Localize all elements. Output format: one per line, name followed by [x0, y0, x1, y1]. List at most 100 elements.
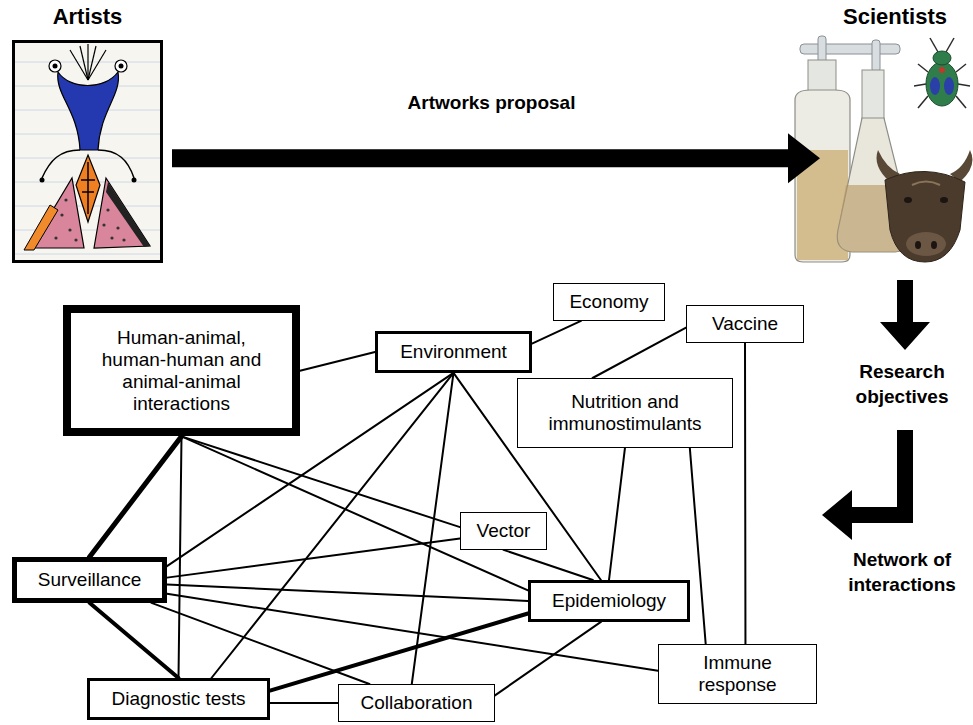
flow-label: Research objectives [832, 360, 972, 409]
flask-neck [862, 70, 884, 120]
antenna [930, 38, 938, 52]
process-box: Environment [375, 331, 532, 373]
node-label: Surveillance [38, 569, 142, 591]
dot [40, 178, 45, 183]
link-line [270, 613, 528, 690]
leg [958, 84, 970, 86]
eye [49, 60, 61, 72]
node-label: Diagnostic tests [111, 688, 245, 710]
arm-stroke [98, 150, 134, 178]
bull-head [877, 150, 973, 262]
bull-highlight [912, 182, 940, 186]
framed-artwork: Artists [12, 2, 163, 263]
edge-label: Artworks proposal [408, 92, 576, 115]
orange-strip [24, 205, 58, 250]
link-line [90, 603, 179, 678]
glass-tube [800, 44, 900, 54]
leg [914, 84, 926, 86]
link-line [744, 343, 746, 644]
process-box: Economy [553, 283, 665, 321]
node-label: Immune response [681, 652, 794, 696]
bull-nostril [931, 241, 937, 249]
node-label: Collaboration [361, 692, 473, 714]
black-strip [106, 182, 150, 247]
speckle [116, 226, 119, 229]
scientist-photo [795, 36, 972, 262]
stripe [81, 179, 95, 181]
photo-group: Scientists [820, 2, 970, 264]
process-box: Collaboration [338, 684, 495, 722]
orange-diamond [76, 155, 100, 222]
flow-arrows [822, 280, 930, 540]
hair-strokes [70, 44, 106, 80]
link-line [593, 328, 686, 378]
speckle [60, 213, 63, 216]
diamond-stripes [81, 162, 95, 214]
eye [115, 60, 127, 72]
ruled-lines [15, 62, 160, 254]
stripe [82, 191, 94, 193]
paper [15, 43, 160, 260]
node-label: Vector [477, 520, 531, 542]
hair-stroke [88, 50, 106, 80]
beetle-legs [914, 38, 970, 108]
hair-stroke [80, 46, 88, 80]
bull-eye [904, 197, 912, 203]
bull-muzzle [906, 232, 946, 256]
process-box: Vaccine [686, 305, 804, 343]
link-line [690, 448, 706, 644]
speckle [74, 238, 77, 241]
node-label: Economy [569, 291, 648, 313]
blue-figure [58, 72, 119, 150]
link-line [270, 702, 338, 704]
dot [132, 178, 137, 183]
speckle [54, 236, 57, 239]
bull-face [885, 171, 965, 262]
link-line [609, 448, 625, 580]
process-box: Surveillance [12, 557, 167, 603]
hair-stroke [87, 44, 88, 80]
beetle-mark [930, 77, 940, 95]
pupil [119, 64, 124, 69]
group-heading: Artists [12, 2, 163, 32]
artist-drawing [15, 43, 160, 260]
hair-stroke [88, 46, 96, 80]
bottle-neck [808, 60, 836, 92]
leg [918, 96, 928, 108]
group-heading: Scientists [820, 2, 970, 32]
link-line [532, 321, 581, 344]
leg [956, 96, 966, 108]
beetle-mark [939, 67, 945, 73]
node-label: Vaccine [712, 313, 778, 335]
speckle [64, 198, 67, 201]
beetle-head [933, 51, 951, 65]
glass-tube [872, 40, 880, 72]
speckle [68, 228, 71, 231]
speckle [102, 223, 105, 226]
node-label: Human-animal, human-human and animal-ani… [86, 327, 277, 414]
process-box: Nutrition and immunostimulants [517, 378, 733, 448]
speckle [106, 208, 109, 211]
speckle [122, 238, 125, 241]
stripe [87, 162, 89, 214]
bull-eye [940, 197, 948, 203]
flow-label: Network of interactions [832, 548, 972, 597]
link-line [182, 436, 461, 527]
bull-nostril [915, 241, 921, 249]
process-box: Diagnostic tests [87, 678, 270, 720]
picture-frame [12, 40, 163, 263]
down-arrow [880, 280, 930, 350]
pink-shape [94, 178, 150, 248]
leg [956, 64, 966, 72]
link-line [504, 550, 593, 580]
link-line [300, 352, 375, 371]
hair-stroke [70, 50, 88, 80]
leg [918, 64, 928, 72]
pupil [53, 64, 58, 69]
process-box: Vector [460, 512, 547, 550]
ruled-line [15, 254, 160, 255]
link-line [167, 538, 460, 577]
